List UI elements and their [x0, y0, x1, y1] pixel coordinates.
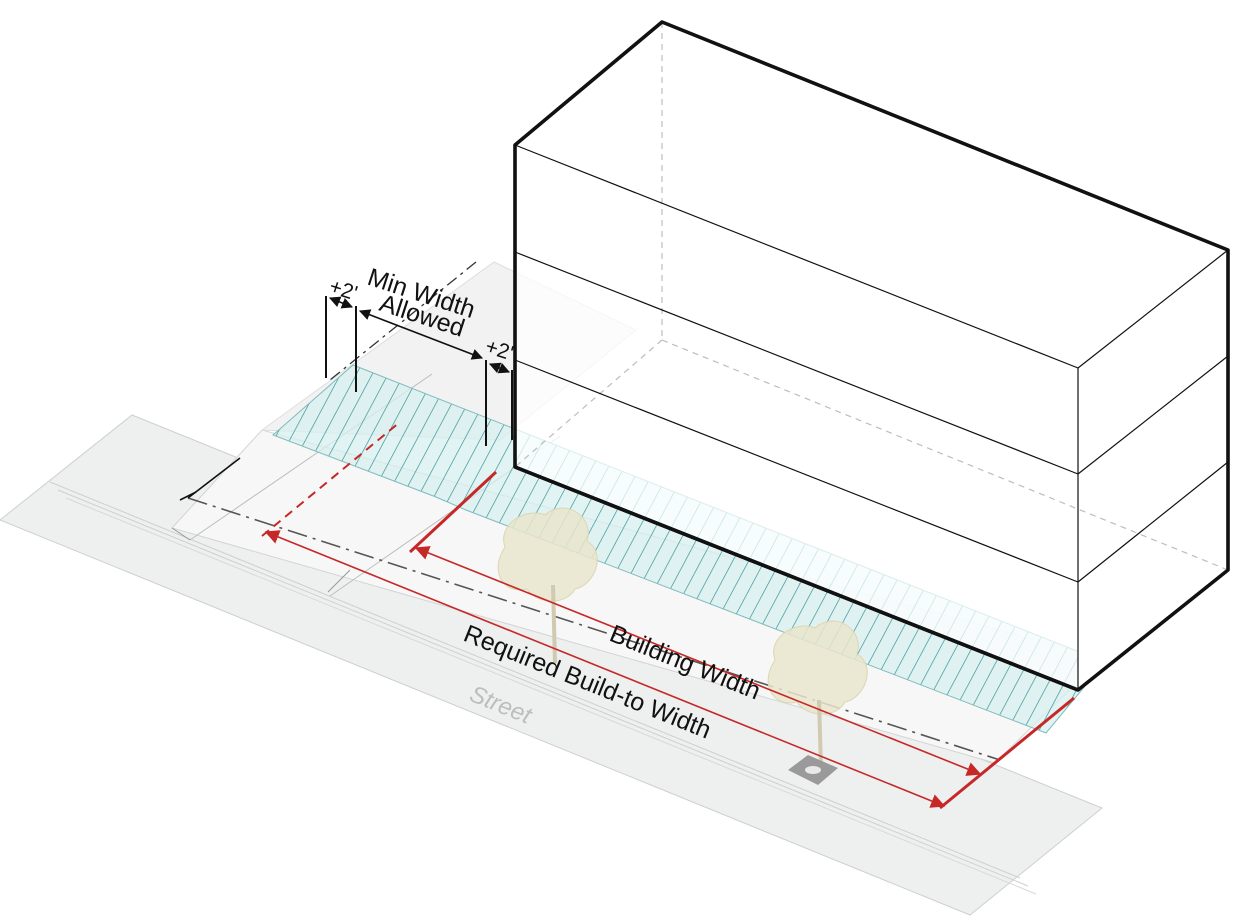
floor-line — [1077, 461, 1229, 583]
offset-left-label: +2' — [326, 275, 360, 306]
curb-notch — [171, 527, 191, 541]
tree-trunk — [551, 584, 557, 664]
building-roof — [515, 22, 1228, 368]
floor-line — [514, 359, 1079, 583]
required-build-to-width-arrow — [264, 530, 946, 808]
building-side-face — [1078, 250, 1228, 690]
floor-line — [1077, 355, 1229, 475]
frontage-guide-tick — [179, 491, 197, 501]
build-to-end-line — [939, 696, 1075, 810]
floor-line — [514, 251, 1079, 475]
frontage-guide-line — [187, 457, 241, 499]
